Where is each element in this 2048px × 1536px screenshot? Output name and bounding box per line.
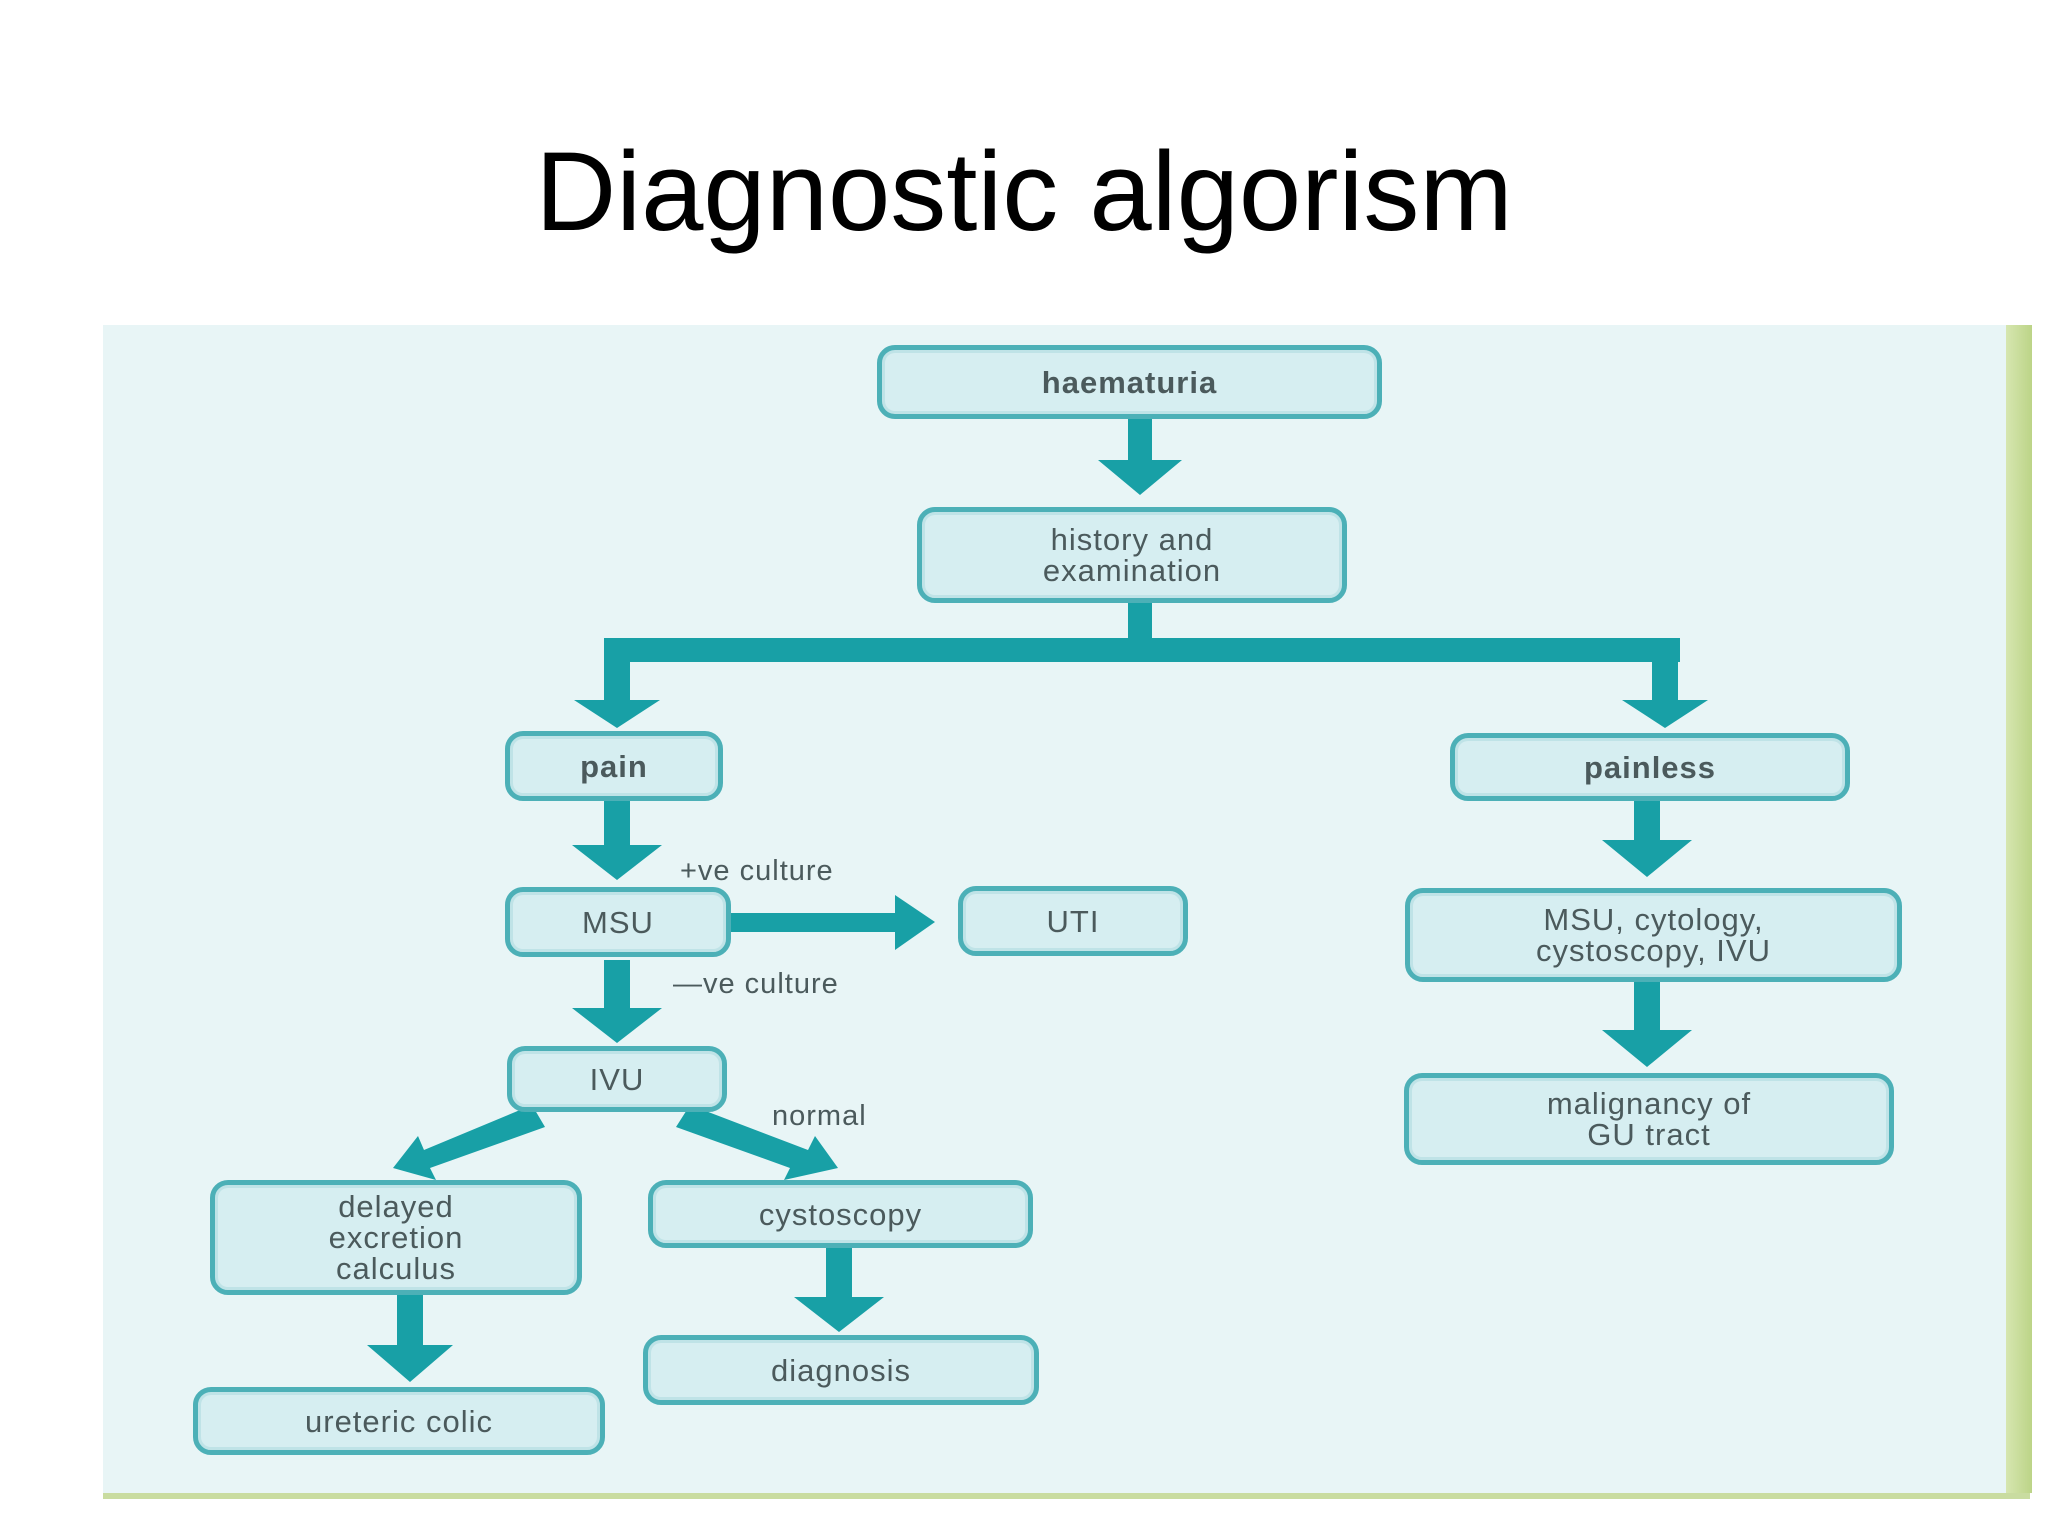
arrow-ivu-to-cystoscopy — [676, 1105, 838, 1180]
node-msu-cytology: MSU, cytology, cystoscopy, IVU — [1405, 888, 1902, 982]
node-cystoscopy: cystoscopy — [648, 1180, 1033, 1248]
arrow-painless-to-msu-cytology — [1602, 800, 1692, 877]
node-malignancy: malignancy of GU tract — [1404, 1073, 1894, 1165]
arrow-delayed-to-ureteric — [367, 1290, 453, 1382]
panel-edge-decoration — [2006, 325, 2032, 1493]
connector-branch-bar — [604, 638, 1680, 662]
arrow-haematuria-to-history — [1098, 418, 1182, 495]
node-painless: painless — [1450, 733, 1850, 801]
slide-title: Diagnostic algorism — [535, 129, 1513, 254]
arrow-branch-to-pain — [574, 660, 660, 728]
label-negative-culture: —ve culture — [673, 968, 839, 1000]
arrow-branch-to-painless — [1622, 660, 1708, 728]
arrow-msu-to-uti — [730, 895, 935, 950]
node-haematuria: haematuria — [877, 345, 1382, 419]
node-pain: pain — [505, 731, 723, 801]
node-uti: UTI — [958, 886, 1188, 956]
node-history-examination: history and examination — [917, 507, 1347, 603]
node-delayed-excretion-calculus: delayed excretion calculus — [210, 1180, 582, 1295]
connector-history-stem — [1128, 600, 1152, 640]
node-diagnosis: diagnosis — [643, 1335, 1039, 1405]
node-ureteric-colic: ureteric colic — [193, 1387, 605, 1455]
arrow-pain-to-msu — [572, 800, 662, 880]
label-normal: normal — [772, 1100, 867, 1132]
node-ivu: IVU — [507, 1046, 727, 1112]
label-positive-culture: +ve culture — [680, 855, 834, 887]
arrow-msu-cytology-to-malignancy — [1602, 980, 1692, 1067]
arrow-cystoscopy-to-diagnosis — [794, 1245, 884, 1332]
node-msu: MSU — [505, 887, 731, 957]
arrow-ivu-to-delayed — [393, 1105, 545, 1180]
arrow-msu-to-ivu — [572, 960, 662, 1043]
